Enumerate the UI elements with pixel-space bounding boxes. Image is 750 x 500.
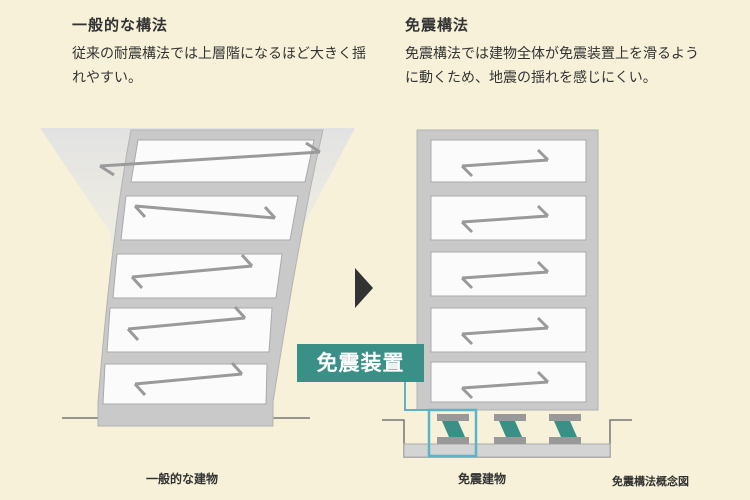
- right-heading: 免震構法: [405, 16, 470, 34]
- building-floors: [430, 139, 587, 403]
- floor: [430, 251, 587, 297]
- left-caption: 一般的な建物: [146, 472, 219, 486]
- isolator: [494, 414, 526, 444]
- arrow: [460, 204, 550, 234]
- arrow: [99, 141, 321, 177]
- arrow: [133, 204, 277, 220]
- isolated-building: [382, 129, 632, 458]
- arrow: [460, 148, 550, 178]
- highlight-box: [427, 408, 478, 458]
- floor: [120, 195, 299, 241]
- left-heading: 一般的な構法: [72, 16, 169, 34]
- play-arrow-icon: [355, 268, 373, 308]
- arrow: [133, 361, 244, 397]
- arrow: [460, 316, 550, 346]
- callout-line: [404, 382, 433, 411]
- left-description: 従来の耐震構法では上層階になるほど大きく揺れやすい。: [72, 46, 366, 86]
- isolator: [437, 414, 469, 444]
- device-label: 免震装置: [297, 344, 424, 382]
- floor: [130, 139, 315, 183]
- isolator: [549, 414, 581, 444]
- diagram-caption: 免震構法概念図: [612, 475, 689, 488]
- floor: [102, 363, 268, 405]
- arrow: [460, 370, 550, 400]
- conventional-building: [40, 128, 355, 428]
- floor: [430, 361, 587, 403]
- right-description: 免震構法では建物全体が免震装置上を滑るように動くため、地震の揺れを感じにくい。: [405, 46, 699, 86]
- motion-arrows: [460, 148, 550, 400]
- isolation-devices: [437, 414, 581, 444]
- arrow: [126, 305, 247, 342]
- motion-arrows: [99, 141, 321, 397]
- floor: [430, 307, 587, 353]
- arrow: [130, 253, 254, 290]
- floor: [112, 253, 283, 299]
- right-caption: 免震建物: [458, 472, 507, 486]
- building-floors: [102, 139, 315, 405]
- arrow: [460, 260, 550, 290]
- floor: [430, 139, 587, 183]
